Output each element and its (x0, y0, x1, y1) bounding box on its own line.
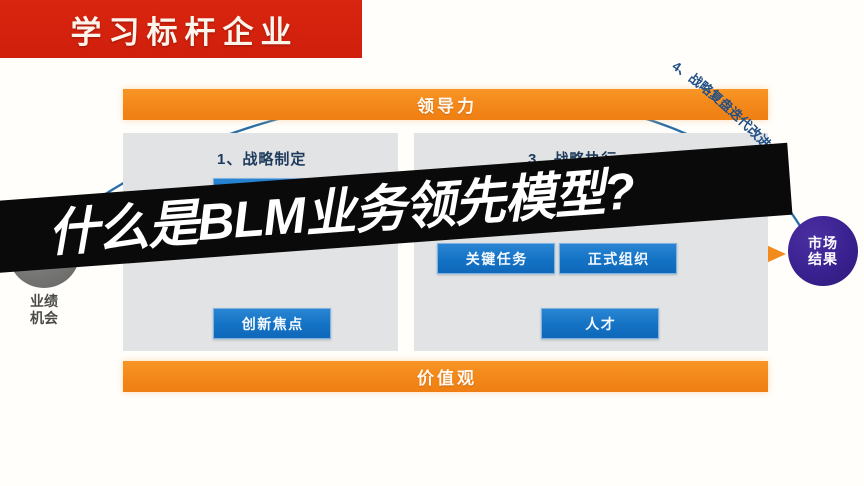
node-talent-label: 人才 (585, 315, 617, 332)
market-result-line-1: 市场 (808, 234, 838, 251)
node-talent[interactable]: 人才 (541, 308, 659, 339)
leadership-bar-label: 领导力 (417, 97, 477, 116)
channel-banner: 学习标杆企业 (0, 0, 362, 58)
leadership-bar: 领导力 (123, 89, 768, 120)
values-bar: 价值观 (123, 361, 768, 392)
market-result-line-2: 结果 (808, 251, 838, 267)
gap-sub-line-1: 业绩 (30, 293, 58, 309)
channel-banner-label: 学习标杆企业 (70, 14, 299, 50)
node-innovation-focus-label: 创新焦点 (241, 315, 304, 332)
node-key-tasks-label: 关键任务 (465, 250, 528, 267)
node-key-tasks[interactable]: 关键任务 (437, 243, 555, 274)
gap-sub-label: 业绩 机会 (8, 293, 80, 327)
node-formal-organization[interactable]: 正式组织 (559, 243, 677, 274)
values-bar-label: 价值观 (417, 369, 477, 388)
node-innovation-focus[interactable]: 创新焦点 (213, 308, 331, 339)
market-result-circle: 市场 结果 (788, 216, 858, 286)
gap-sub-line-2: 机会 (30, 309, 58, 326)
strategy-formulation-title: 1、战略制定 (217, 151, 307, 168)
node-formal-organization-label: 正式组织 (587, 250, 650, 267)
